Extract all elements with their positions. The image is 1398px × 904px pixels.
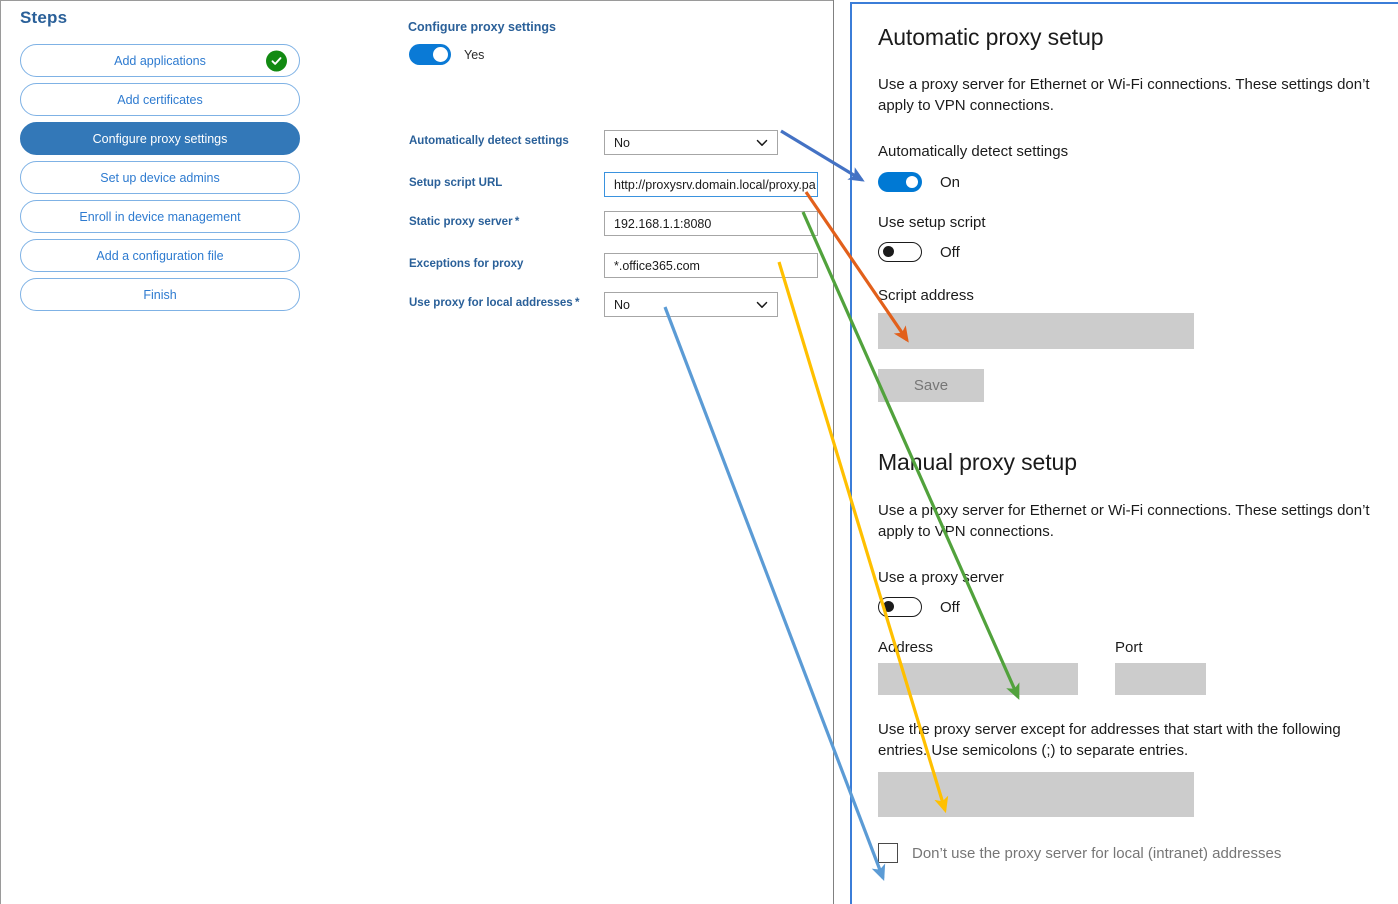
field-label: Static proxy server * bbox=[409, 216, 520, 228]
step-item[interactable]: Configure proxy settings bbox=[20, 122, 300, 155]
step-label: Add applications bbox=[114, 53, 206, 68]
field-value: No bbox=[614, 135, 630, 150]
toggle-track-off[interactable] bbox=[878, 597, 922, 617]
auto-detect-label: Automatically detect settings bbox=[878, 143, 1069, 160]
required-asterisk: * bbox=[572, 297, 580, 309]
script-address-input[interactable] bbox=[878, 313, 1194, 349]
step-item[interactable]: Add applications bbox=[20, 44, 300, 77]
step-item[interactable]: Set up device admins bbox=[20, 161, 300, 194]
field-label: Setup script URL bbox=[409, 177, 503, 189]
address-group: Address bbox=[878, 639, 1078, 695]
step-item[interactable]: Add a configuration file bbox=[20, 239, 300, 272]
form-field-row: Automatically detect settings No bbox=[408, 130, 828, 156]
exceptions-description: Use the proxy server except for addresse… bbox=[878, 721, 1341, 759]
bypass-local-label: Don’t use the proxy server for local (in… bbox=[912, 844, 1282, 862]
use-setup-script-state: Off bbox=[940, 243, 960, 261]
step-label: Set up device admins bbox=[100, 170, 220, 185]
port-group: Port bbox=[1115, 639, 1206, 695]
field-text-input[interactable]: *.office365.com bbox=[604, 253, 818, 278]
form-heading: Configure proxy settings bbox=[408, 20, 556, 34]
manual-proxy-heading: Manual proxy setup bbox=[878, 449, 1077, 475]
auto-detect-state: On bbox=[940, 173, 961, 191]
use-setup-script-label: Use setup script bbox=[878, 214, 986, 231]
address-port-row: Address Port bbox=[878, 639, 1398, 695]
form-field-row: Static proxy server * 192.168.1.1:8080 bbox=[408, 211, 828, 237]
step-label: Configure proxy settings bbox=[92, 131, 228, 146]
port-label: Port bbox=[1115, 639, 1143, 656]
step-label: Add a configuration file bbox=[96, 248, 224, 263]
automatic-proxy-heading: Automatic proxy setup bbox=[878, 24, 1104, 50]
field-text-input[interactable]: 192.168.1.1:8080 bbox=[604, 211, 818, 236]
windows-proxy-settings-panel: Automatic proxy setup Use a proxy server… bbox=[850, 2, 1398, 904]
form-field-row: Setup script URL http://proxysrv.domain.l… bbox=[408, 172, 828, 198]
automatic-proxy-description: Use a proxy server for Ethernet or Wi-Fi… bbox=[878, 76, 1370, 114]
bypass-local-checkbox-row[interactable]: Don’t use the proxy server for local (in… bbox=[878, 843, 1398, 863]
script-address-label: Script address bbox=[878, 287, 974, 304]
port-input[interactable] bbox=[1115, 663, 1206, 695]
toggle-state-label: Yes bbox=[464, 47, 485, 62]
toggle-track-on[interactable] bbox=[878, 172, 922, 192]
required-asterisk: * bbox=[512, 216, 520, 228]
step-label: Add certificates bbox=[117, 92, 203, 107]
field-text-input[interactable]: http://proxysrv.domain.local/proxy.pa bbox=[604, 172, 818, 197]
use-proxy-server-state: Off bbox=[940, 598, 960, 616]
step-item[interactable]: Finish bbox=[20, 278, 300, 311]
proxy-form-panel: Configure proxy settings Yes Automatical… bbox=[408, 0, 828, 904]
exceptions-input[interactable] bbox=[878, 772, 1194, 817]
manual-proxy-description: Use a proxy server for Ethernet or Wi-Fi… bbox=[878, 502, 1370, 540]
checkbox-icon[interactable] bbox=[878, 843, 898, 863]
frame-top-border bbox=[0, 0, 833, 1]
field-value: http://proxysrv.domain.local/proxy.pa bbox=[614, 177, 816, 192]
steps-heading: Steps bbox=[20, 8, 68, 27]
step-item[interactable]: Add certificates bbox=[20, 83, 300, 116]
form-field-row: Use proxy for local addresses * No bbox=[408, 292, 828, 318]
toggle-track-off[interactable] bbox=[878, 242, 922, 262]
address-label: Address bbox=[878, 639, 934, 656]
form-field-row: Exceptions for proxy *.office365.com bbox=[408, 253, 828, 279]
field-select[interactable]: No bbox=[604, 130, 778, 155]
chevron-down-icon[interactable] bbox=[756, 299, 768, 311]
field-select[interactable]: No bbox=[604, 292, 778, 317]
panel-divider bbox=[833, 0, 834, 904]
step-label: Enroll in device management bbox=[79, 209, 241, 224]
field-label: Use proxy for local addresses * bbox=[409, 297, 580, 309]
field-value: No bbox=[614, 297, 630, 312]
use-setup-script-toggle[interactable]: Off bbox=[878, 242, 1398, 262]
configure-proxy-toggle[interactable]: Yes bbox=[409, 44, 484, 65]
auto-detect-toggle[interactable]: On bbox=[878, 172, 1398, 192]
use-proxy-server-toggle[interactable]: Off bbox=[878, 597, 1398, 617]
frame-left-border bbox=[0, 0, 1, 904]
check-circle-icon bbox=[266, 50, 287, 71]
step-label: Finish bbox=[143, 287, 177, 302]
step-item[interactable]: Enroll in device management bbox=[20, 200, 300, 233]
field-value: 192.168.1.1:8080 bbox=[614, 216, 712, 231]
field-label: Exceptions for proxy bbox=[409, 258, 524, 270]
save-button[interactable]: Save bbox=[878, 369, 984, 402]
field-label: Automatically detect settings bbox=[409, 135, 569, 147]
use-proxy-server-label: Use a proxy server bbox=[878, 569, 1004, 586]
field-value: *.office365.com bbox=[614, 258, 700, 273]
toggle-switch-track[interactable] bbox=[409, 44, 451, 65]
chevron-down-icon[interactable] bbox=[756, 137, 768, 149]
address-input[interactable] bbox=[878, 663, 1078, 695]
